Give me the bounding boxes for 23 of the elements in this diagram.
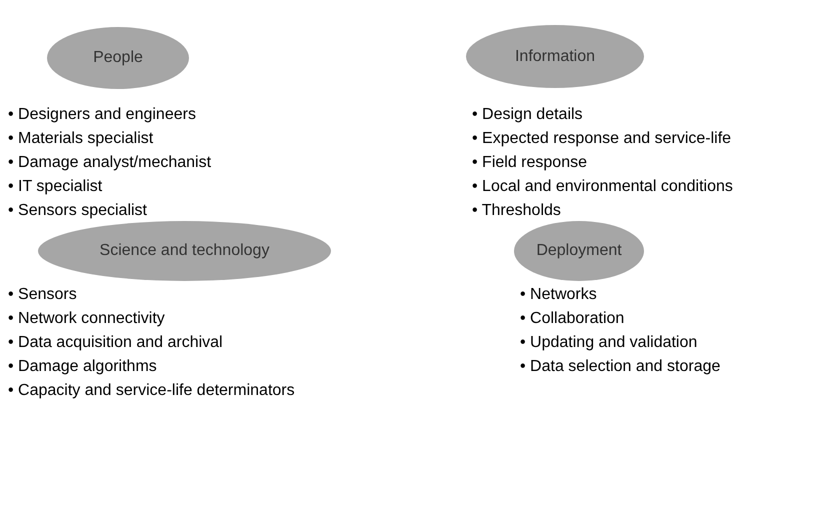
bullet-item: • Thresholds bbox=[472, 201, 562, 221]
bullet-item: • Sensors specialist bbox=[8, 201, 148, 221]
bullet-item: • Expected response and service-life bbox=[472, 129, 732, 149]
bullet-item: • Designers and engineers bbox=[8, 105, 197, 125]
bullet-item: • Collaboration bbox=[520, 309, 626, 329]
bullet-item: • Data acquisition and archival bbox=[8, 333, 224, 353]
bullet-item: • Network connectivity bbox=[8, 309, 166, 329]
bullet-item: • IT specialist bbox=[8, 177, 104, 197]
bullet-item: • Damage analyst/mechanist bbox=[8, 153, 212, 173]
bullet-item: • Networks bbox=[520, 285, 598, 305]
bullet-item: • Materials specialist bbox=[8, 129, 154, 149]
bullet-item: • Sensors bbox=[8, 285, 78, 305]
bullet-item: • Field response bbox=[472, 153, 588, 173]
bullet-item: • Damage algorithms bbox=[8, 357, 158, 377]
bullet-item: • Local and environmental conditions bbox=[472, 177, 733, 197]
label-ellipse: Deployment bbox=[514, 221, 644, 281]
bullet-item: • Capacity and service-life determinators bbox=[8, 381, 295, 401]
bullet-item: • Updating and validation bbox=[520, 333, 698, 353]
label-ellipse: People bbox=[47, 27, 189, 89]
label-ellipse: Science and technology bbox=[38, 221, 331, 281]
label-ellipse: Information bbox=[466, 25, 644, 88]
bullet-item: • Data selection and storage bbox=[520, 357, 720, 377]
bullet-item: • Design details bbox=[472, 105, 584, 125]
